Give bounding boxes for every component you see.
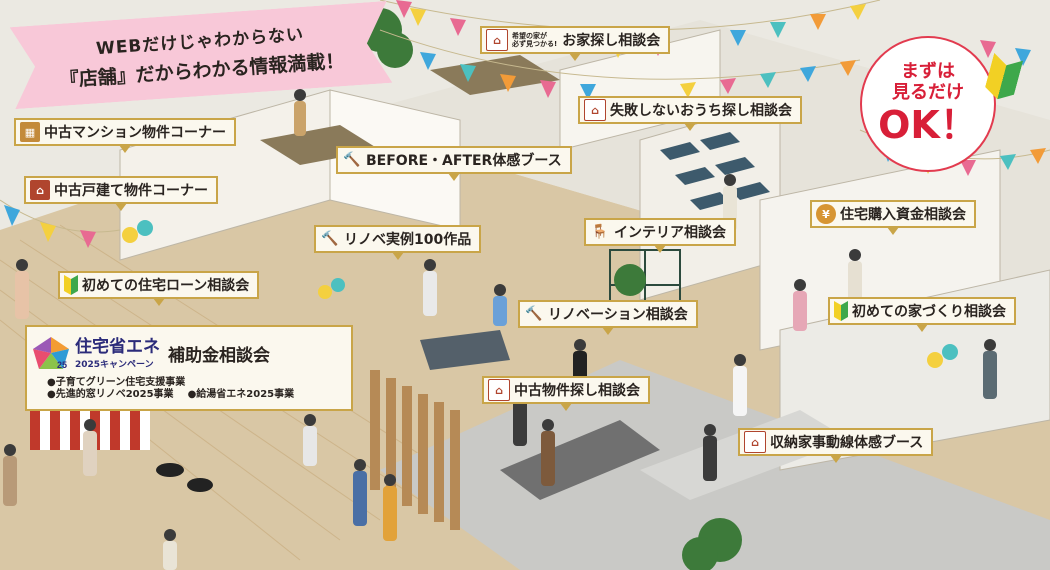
label-text: 中古戸建て物件コーナー (54, 183, 208, 199)
label-storage-flow-booth[interactable]: ⌂ 収納家事動線体感ブース (738, 428, 934, 463)
label-used-property-search[interactable]: ⌂ 中古物件探し相談会 (482, 376, 650, 411)
label-before-after-booth[interactable]: 🔨 BEFORE・AFTER体感ブース (336, 146, 572, 181)
label-used-mansion-corner[interactable]: ▦ 中古マンション物件コーナー (14, 118, 236, 153)
house-icon: ⌂ (584, 99, 606, 121)
campaign-title: 住宅省エネ 2025キャンペーン (75, 337, 160, 370)
label-used-house-corner[interactable]: ⌂ 中古戸建て物件コーナー (24, 176, 218, 211)
badge-line1: まずは (901, 61, 955, 82)
subsidy-title: 補助金相談会 (168, 345, 270, 366)
label-text: BEFORE・AFTER体感ブース (366, 153, 562, 169)
subsidy-program-list: ●子育てグリーン住宅支援事業 ●先進的窓リノベ2025事業 ●給湯省エネ2025… (47, 377, 294, 401)
logo-year: 25 (57, 360, 67, 370)
label-text: 初めての住宅ローン相談会 (82, 278, 250, 294)
label-text: 住宅購入資金相談会 (840, 207, 966, 223)
hammer-icon: 🔨 (525, 306, 543, 322)
badge-line2: 見るだけ (892, 82, 964, 103)
subsidy-item: ●先進的窓リノベ2025事業 (47, 389, 174, 400)
beginner-mark-icon (64, 275, 78, 295)
label-text: 収納家事動線体感ブース (770, 435, 924, 451)
subsidy-item: ●給湯省エネ2025事業 (187, 389, 295, 400)
building-icon: ▦ (20, 122, 40, 142)
label-renovation-examples[interactable]: 🔨 リノベ実例100作品 (314, 225, 482, 260)
beginner-mark-icon (834, 301, 848, 321)
hammer-icon: 🔨 (321, 231, 339, 247)
hammer-icon: 🔨 (343, 152, 361, 168)
chair-icon: 🪑 (591, 224, 609, 240)
label-text: お家探し相談会 (562, 33, 661, 49)
label-text: 失敗しないおうち探し相談会 (610, 103, 792, 119)
label-text: リノベ実例100作品 (344, 232, 472, 248)
house-search-caption: 希望の家が 必ず見つかる! (512, 32, 558, 48)
label-text: 初めての家づくり相談会 (852, 304, 1006, 320)
subsidy-item: ●子育てグリーン住宅支援事業 (47, 377, 186, 388)
label-renovation-consult[interactable]: 🔨 リノベーション相談会 (518, 300, 698, 335)
label-no-fail-house-search[interactable]: ⌂ 失敗しないおうち探し相談会 (578, 96, 802, 131)
label-text: 中古マンション物件コーナー (44, 125, 226, 141)
house-icon: ⌂ (486, 29, 508, 51)
subsidy-header: 25 住宅省エネ 2025キャンペーン 補助金相談会 (31, 331, 270, 375)
energy-saving-campaign-logo-icon: 25 (31, 335, 71, 371)
campaign-name: 住宅省エネ (75, 336, 160, 357)
label-text: インテリア相談会 (614, 225, 726, 241)
label-first-home-loan[interactable]: 初めての住宅ローン相談会 (58, 271, 260, 306)
label-loan-fund-consult[interactable]: ¥ 住宅購入資金相談会 (810, 200, 976, 235)
house-icon: ⌂ (744, 431, 766, 453)
label-house-search[interactable]: ⌂ 希望の家が 必ず見つかる! お家探し相談会 (480, 26, 671, 61)
label-interior-consult[interactable]: 🪑 インテリア相談会 (584, 218, 736, 253)
just-look-ok-badge: まずは 見るだけ OK！ (860, 36, 996, 172)
house-icon: ⌂ (30, 180, 50, 200)
label-first-house-building[interactable]: 初めての家づくり相談会 (828, 297, 1016, 332)
label-text: リノベーション相談会 (548, 307, 688, 323)
subsidy-consult-panel[interactable]: 25 住宅省エネ 2025キャンペーン 補助金相談会 ●子育てグリーン住宅支援事… (25, 325, 353, 411)
badge-line3: OK！ (878, 103, 978, 147)
label-text: 中古物件探し相談会 (514, 383, 640, 399)
house-icon: ⌂ (488, 379, 510, 401)
money-bag-icon: ¥ (816, 204, 836, 224)
campaign-sub: 2025キャンペーン (75, 359, 154, 370)
